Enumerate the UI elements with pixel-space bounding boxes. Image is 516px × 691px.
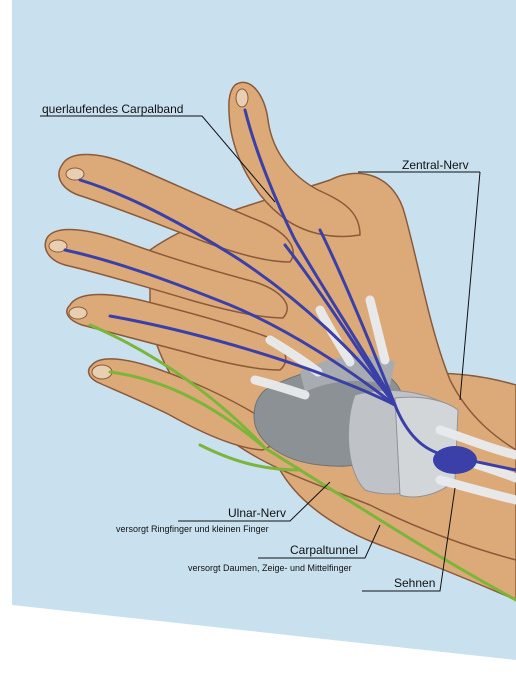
- label-central-nerve: Zentral-Nerv: [402, 158, 469, 172]
- median-nerve-bulb: [433, 446, 477, 474]
- label-tendons: Sehnen: [394, 576, 435, 590]
- label-ulnar-nerve: Ulnar-Nerv: [228, 506, 286, 520]
- label-carpal-tunnel: Carpaltunnel: [290, 543, 358, 557]
- label-tunnel-description: versorgt Daumen, Zeige- und Mittelfinger: [188, 563, 352, 573]
- label-carpal-band: querlaufendes Carpalband: [42, 102, 183, 116]
- label-ulnar-description: versorgt Ringfinger und kleinen Finger: [116, 524, 269, 534]
